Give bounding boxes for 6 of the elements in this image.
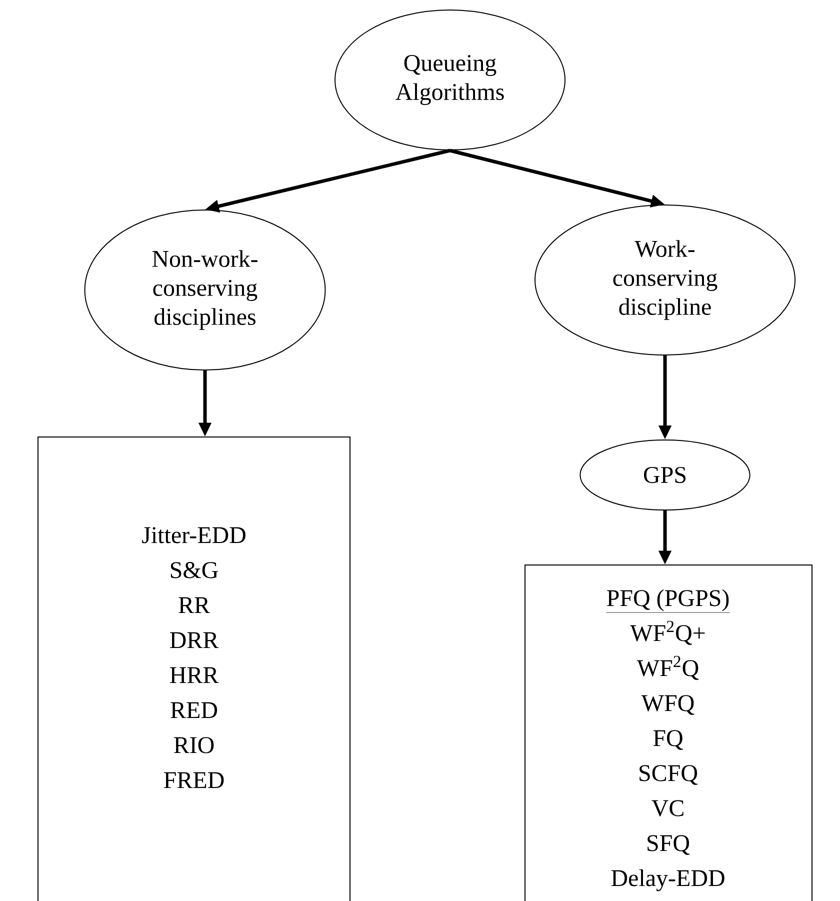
list-box: PFQ (PGPS) WF$^{2}$Q+ WF$^{2}$Q WFQ FQ SCFQ VC SFQ Delay-EDD bbox=[524, 564, 812, 901]
ellipse-node: Work-conserving discipline bbox=[534, 204, 796, 356]
ellipse-node: Queueing Algorithms bbox=[334, 10, 566, 150]
ellipse-node: GPS bbox=[580, 440, 750, 510]
list-box: Jitter-EDD S&G RR DRR HRR RED RIO FRED bbox=[38, 436, 350, 901]
ellipse-node: Non-work-conserving disciplines bbox=[84, 210, 326, 370]
